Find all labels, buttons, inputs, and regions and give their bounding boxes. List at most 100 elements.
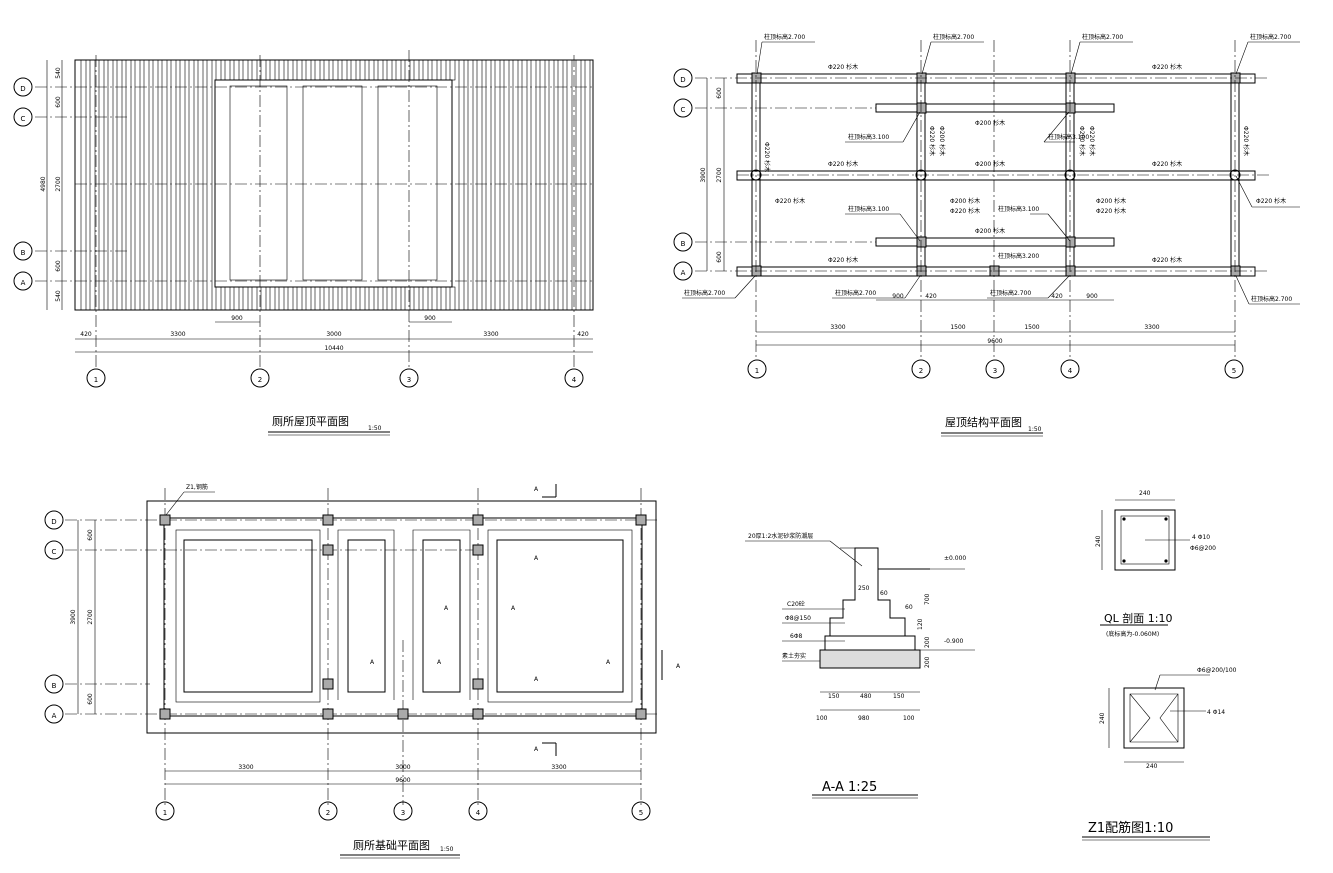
roof-slat — [260, 59, 267, 81]
note-label: 柱顶标高3.200 — [998, 252, 1039, 260]
roof-slat — [251, 59, 258, 81]
roof-slat — [323, 286, 330, 311]
roof-slat — [305, 59, 312, 81]
beam — [875, 103, 1115, 113]
dim-label: 3300 — [483, 331, 498, 338]
roof-slat — [314, 286, 321, 311]
roof-slat — [287, 286, 294, 311]
roof-slat — [296, 59, 303, 81]
roof-plan-scale: 1:50 — [368, 425, 382, 432]
ql-note: (底标高为-0.060M) — [1106, 630, 1159, 638]
note-label: 柱顶标高2.700 — [1251, 295, 1292, 303]
dim-label: 600 — [87, 693, 94, 705]
roof-slat — [359, 59, 366, 81]
roof-slat — [251, 286, 258, 311]
roof-slat — [224, 286, 231, 311]
roof-slat — [566, 59, 573, 311]
dim-label: 120 — [917, 618, 924, 630]
axis-bubble-5: 5 — [631, 801, 651, 821]
ql-section: 240 240 4 Φ10 Φ6@200 QL 剖面 1:10 (底标高为-0.… — [1095, 490, 1216, 638]
roof-slat — [233, 59, 240, 81]
roof-slat — [431, 59, 438, 81]
rebar-note: Φ6@200 — [1190, 545, 1216, 552]
roof-slat — [413, 286, 420, 311]
dim-label: 700 — [924, 593, 931, 605]
roof-slat — [215, 59, 222, 81]
svg-text:D: D — [680, 76, 685, 84]
foundation-plan-title: 厕所基础平面图 — [353, 839, 430, 852]
roof-sub-panel — [377, 85, 438, 281]
roof-slat — [467, 59, 474, 311]
svg-text:2: 2 — [258, 376, 262, 384]
roof-plan-title: 厕所屋顶平面图 — [272, 415, 349, 428]
axis-bubble-5: 5 — [1224, 359, 1244, 379]
section-mark: A — [534, 486, 539, 493]
base-note: 素土夯实 — [782, 652, 806, 660]
svg-text:3: 3 — [407, 376, 411, 384]
roof-slat — [323, 59, 330, 81]
note-label: Φ220 杉木 — [828, 63, 858, 71]
roof-slat — [296, 286, 303, 311]
svg-text:B: B — [52, 682, 57, 690]
roof-slat — [80, 59, 87, 311]
elevation-bottom: -0.900 — [944, 638, 964, 645]
roof-slat — [485, 59, 492, 311]
section-mark: A — [676, 663, 681, 670]
roof-slat — [386, 59, 393, 81]
svg-text:1: 1 — [94, 376, 98, 384]
svg-text:A: A — [21, 279, 26, 287]
dim-label: 200 — [924, 636, 931, 648]
roof-slat — [134, 59, 141, 311]
roof-slat — [215, 286, 222, 311]
dim-label: 2700 — [55, 176, 62, 191]
roof-slat — [188, 59, 195, 311]
roof-slat — [197, 59, 204, 311]
roof-sub-panel — [229, 85, 288, 281]
roof-slat — [107, 59, 114, 311]
dim-label: 240 — [1099, 712, 1106, 724]
dim-label: 150 — [893, 693, 905, 700]
axis-bubble-c: C — [13, 107, 33, 127]
section-mark: A — [534, 746, 539, 753]
dim-total: 10440 — [324, 345, 343, 352]
axis-bubble-4: 4 — [468, 801, 488, 821]
roof-slat — [395, 59, 402, 81]
dim-label: 540 — [55, 290, 62, 302]
roof-slat — [332, 59, 339, 81]
roof-slat — [341, 59, 348, 81]
dim-label: 480 — [860, 693, 872, 700]
roof-slat — [278, 59, 285, 81]
roof-slat — [368, 59, 375, 81]
dim-label: 1500 — [950, 324, 965, 331]
rebar-note: Φ6@200/100 — [1197, 667, 1237, 674]
axis-bubble-3: 3 — [985, 359, 1005, 379]
axis-bubble-3: 3 — [399, 368, 419, 388]
roof-slat — [458, 59, 465, 311]
roof-slat — [260, 286, 267, 311]
beam — [736, 73, 1256, 84]
dim-label: 2700 — [716, 167, 723, 182]
note-label: Φ220 杉木 — [1096, 207, 1126, 215]
roof-slat — [350, 59, 357, 81]
axis-bubble-2: 2 — [911, 359, 931, 379]
roof-slat — [278, 286, 285, 311]
dim-total: 3900 — [70, 609, 77, 624]
svg-text:C: C — [681, 106, 686, 114]
note-label: Φ220 杉木 — [763, 142, 771, 172]
dim-label: 3300 — [830, 324, 845, 331]
section-a-a: 20厚1:2水泥砂浆防潮层 ±0.000 -0.900 C20砼 Φ8@150 … — [745, 532, 975, 799]
roof-slat — [224, 59, 231, 81]
roof-slat — [431, 286, 438, 311]
axis-bubble-b: B — [673, 232, 693, 252]
roof-slat — [287, 59, 294, 81]
note-label: 柱顶标高2.700 — [1250, 33, 1291, 41]
dim-label: 60 — [880, 590, 888, 597]
roof-slat — [116, 59, 123, 311]
roof-slat — [395, 286, 402, 311]
axis-bubble-d: D — [44, 510, 64, 530]
roof-slat — [98, 59, 105, 311]
note-label: Φ220 杉木 — [1152, 160, 1182, 168]
dim-label: 60 — [905, 604, 913, 611]
axis-bubble-2: 2 — [250, 368, 270, 388]
roof-slat — [206, 59, 213, 311]
